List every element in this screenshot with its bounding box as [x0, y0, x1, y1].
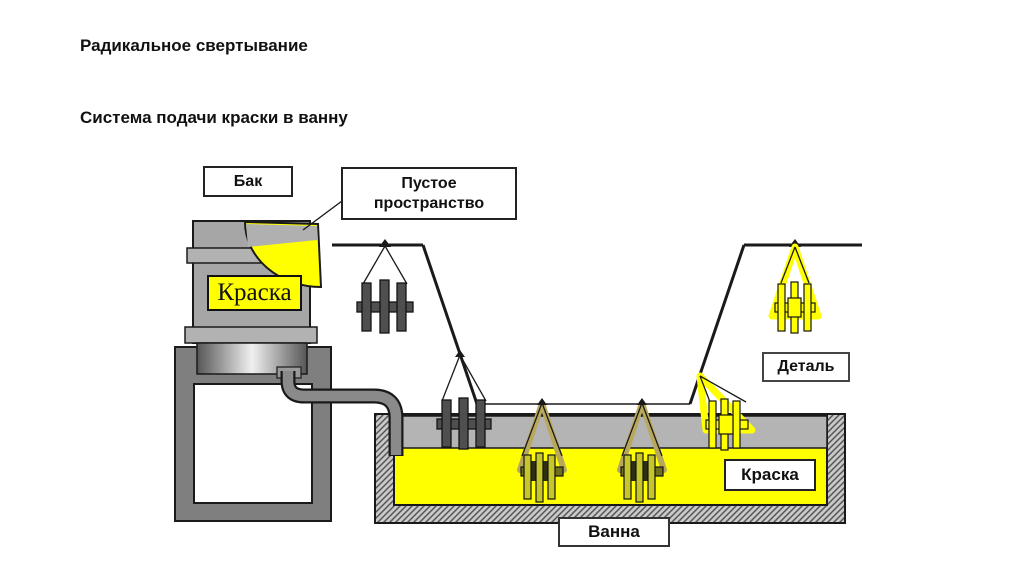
paint-in-bath-label: Краска [724, 459, 816, 491]
hanging-part-painted [768, 239, 822, 334]
empty-space-pointer-line [302, 200, 343, 231]
hanging-part-entering [436, 350, 492, 450]
tank-lower-ring [184, 326, 318, 344]
slide-subtitle: Система подачи краски в ванну [80, 108, 348, 127]
pipe-inner [282, 371, 402, 455]
tank-stand [174, 346, 332, 522]
empty-space-label: Пустое пространство [341, 167, 517, 220]
hanging-part-submerged [517, 398, 567, 503]
hanging-part-exiting [696, 372, 756, 451]
hanging-part-unpainted [356, 239, 414, 334]
tank-cutaway-empty-space [246, 224, 317, 247]
paint-in-tank-label: Краска [207, 275, 302, 311]
supply-pipe [280, 371, 404, 456]
conveyor-descent [421, 244, 479, 405]
tank-label: Бак [203, 166, 293, 197]
part-label: Деталь [762, 352, 850, 382]
hanging-part-submerged [617, 398, 667, 503]
bath-label: Ванна [558, 517, 670, 547]
slide-title: Радикальное свертывание [80, 36, 308, 55]
stand-cavity [193, 383, 313, 504]
